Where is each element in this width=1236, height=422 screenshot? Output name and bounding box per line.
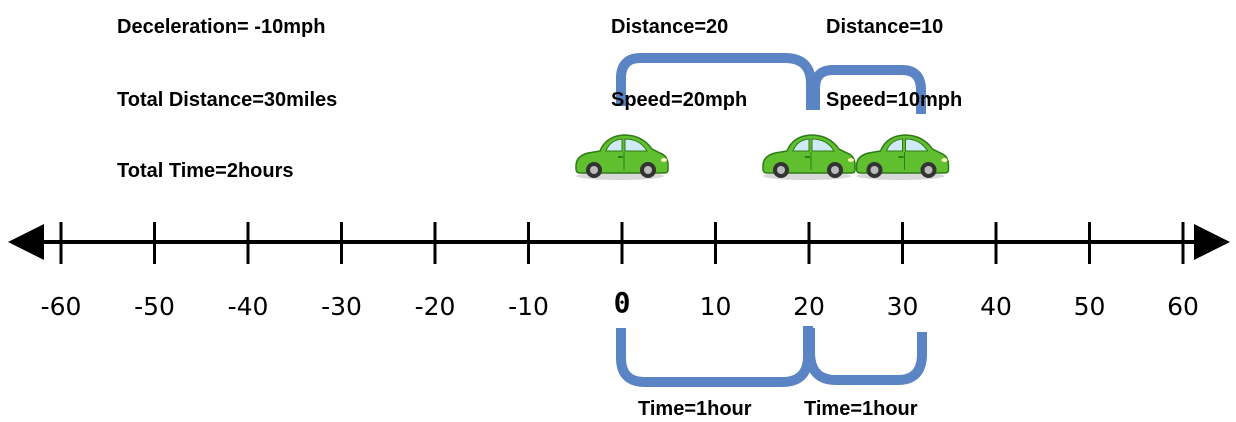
segment-2-distance-label: Distance=10 — [826, 16, 944, 38]
tick-label: -50 — [134, 292, 175, 321]
car-icon — [855, 134, 950, 180]
cars — [575, 134, 950, 180]
tick-marks — [59, 222, 1185, 264]
tick-label: 40 — [980, 292, 1012, 321]
total-time-label: Total Time=2hours — [117, 160, 294, 182]
tick-label: -20 — [414, 292, 456, 321]
tick-label: 20 — [793, 292, 825, 321]
total-distance-label: Total Distance=30miles — [117, 89, 338, 111]
tick-label: 30 — [886, 292, 919, 321]
tick-label: -40 — [227, 292, 269, 321]
distance-bracket-2 — [810, 65, 926, 114]
right-arrow-head — [1194, 224, 1230, 260]
segment-1-distance-label: Distance=20 — [611, 16, 729, 38]
distance-bracket-1 — [616, 53, 816, 110]
car-icon — [762, 134, 856, 180]
tick-label: 50 — [1073, 292, 1106, 321]
segment-2-speed-label: Speed=10mph — [826, 89, 963, 111]
tick-label: 10 — [699, 292, 732, 321]
car-icon — [575, 134, 669, 180]
tick-label: 60 — [1167, 292, 1199, 321]
segment-1-time-label: Time=1hour — [638, 398, 752, 420]
tick-label: -10 — [508, 292, 549, 321]
time-bracket-1 — [616, 326, 813, 387]
tick-label: -60 — [40, 292, 82, 321]
segment-2-time-label: Time=1hour — [804, 398, 918, 420]
tick-label: 0 — [613, 286, 631, 319]
deceleration-label: Deceleration= -10mph — [117, 16, 326, 38]
segment-1-speed-label: Speed=20mph — [611, 89, 748, 111]
left-arrow-head — [8, 224, 44, 260]
time-bracket-2 — [805, 328, 927, 385]
tick-label: -30 — [321, 292, 362, 321]
